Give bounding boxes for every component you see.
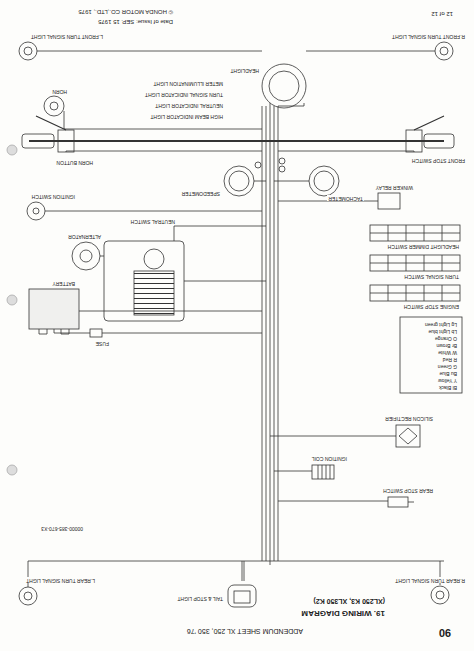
part-label: HIGH BEAM INDICATOR LIGHT <box>149 114 224 120</box>
page-count: 12 of 12 <box>430 10 454 17</box>
part-label: IGNITION SWITCH <box>31 194 76 200</box>
color-code: Bu Blue <box>438 371 458 377</box>
part-label: METER ILLUMINATION LIGHT <box>152 81 224 87</box>
part-label: WINKER RELAY <box>375 185 414 191</box>
part-label: HORN <box>51 89 68 95</box>
part-label: ALTERNATOR <box>67 234 102 240</box>
part-label: NEUTRAL INDICATOR LIGHT <box>154 103 224 109</box>
color-code: Bl Black <box>438 385 458 391</box>
part-label: L.FRONT TURN SIGNAL LIGHT <box>30 34 104 40</box>
part-label: SPEEDOMETER <box>181 191 221 197</box>
part-label: HORN BUTTON <box>55 160 94 166</box>
part-label: REAR STOP SWITCH <box>382 488 434 494</box>
color-code: R Red <box>442 357 458 363</box>
part-number: 00000-385-670-X3 <box>40 526 84 532</box>
model-subtitle: (XL250 K3, XL350 K2) <box>312 597 386 605</box>
part-label: R.FRONT TURN SIGNAL LIGHT <box>391 34 466 40</box>
copyright: © HONDA MOTOR CO.,LTD., 1975 <box>77 8 174 15</box>
page-number: 90 <box>438 627 452 639</box>
diagram-title: 19. WIRING DIAGRAM <box>300 608 386 617</box>
color-code: G Green <box>437 364 458 370</box>
part-label: FRONT STOP SWITCH <box>411 158 466 164</box>
part-label: SILICON RECTIFIER <box>384 416 434 422</box>
part-label: TACHOMETER <box>327 196 364 202</box>
table-header: TURN SIGNAL SWITCH <box>403 274 460 280</box>
color-code: Lb Light blue <box>427 329 458 335</box>
part-label: TAIL & STOP LIGHT <box>176 596 224 602</box>
color-code: Y Yellow <box>437 378 458 384</box>
part-label: R.REAR TURN SIGNAL LIGHT <box>394 578 466 584</box>
color-code: Lg Light green <box>424 322 458 328</box>
part-label: TURN SIGNAL INDICATOR LIGHT <box>144 92 224 98</box>
part-label: L.REAR TURN SIGNAL LIGHT <box>25 578 96 584</box>
part-label: BATTERY <box>51 281 76 287</box>
part-label: FUSE <box>95 341 110 347</box>
sheet-header: ADDENDUM SHEET XL 250, 350 '76 <box>186 627 304 635</box>
part-label: NEUTRAL SWITCH <box>130 219 176 225</box>
issue-date: Date of Issue: SEP. 15 1975 <box>97 18 174 25</box>
color-code: W White <box>437 350 458 356</box>
color-code: Br Brown <box>435 343 458 349</box>
part-label: IGNITION COIL <box>311 456 348 462</box>
part-label: HEADLIGHT <box>229 68 260 74</box>
table-header: ENGINE STOP SWITCH <box>403 304 460 310</box>
color-code: O Orange <box>434 336 458 342</box>
table-header: HEADLIGHT DIMMER SWITCH <box>387 244 460 250</box>
